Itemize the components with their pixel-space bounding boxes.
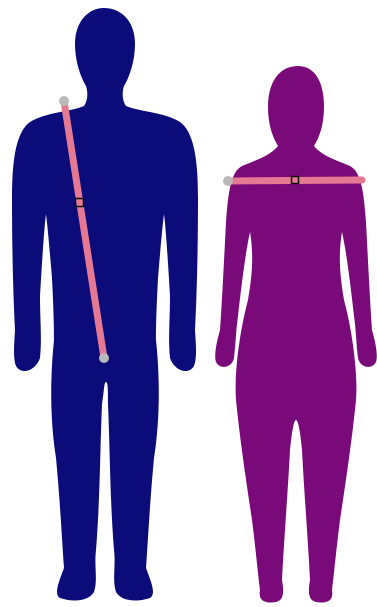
male-figure: [12, 8, 198, 600]
male-bottom-endpoint-handle[interactable]: [99, 353, 109, 363]
female-left-endpoint-handle[interactable]: [223, 176, 233, 186]
female-body-silhouette-icon: [215, 66, 377, 603]
female-figure: [215, 66, 377, 603]
male-body-silhouette-icon: [12, 8, 198, 600]
male-top-endpoint-handle[interactable]: [59, 96, 69, 106]
female-shoulder-measure-line[interactable]: [228, 180, 362, 181]
